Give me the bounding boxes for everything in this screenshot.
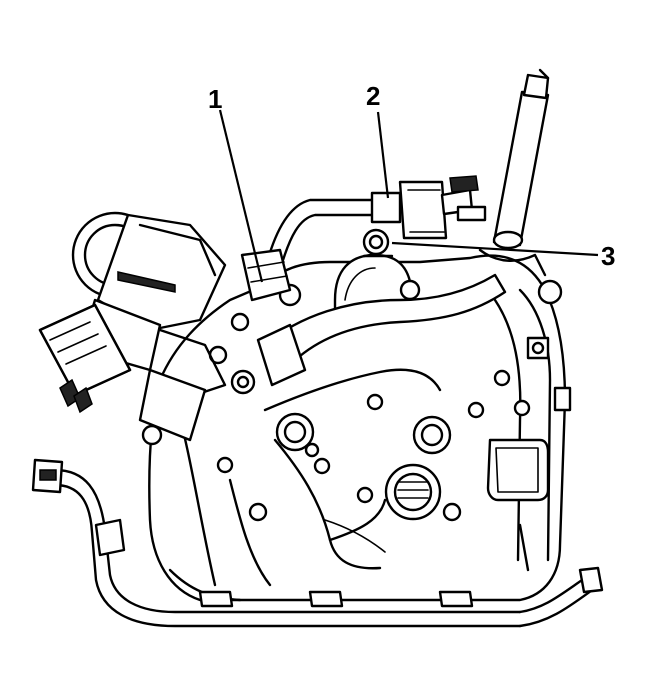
- fastener-bolt: [362, 228, 394, 258]
- leader-line-3: [391, 241, 599, 257]
- crossover-hose: [256, 273, 507, 387]
- callout-2-label: 2: [366, 81, 380, 111]
- fuel-line: [31, 458, 604, 628]
- manifold-ports: [230, 369, 452, 521]
- leader-lines: [218, 109, 599, 283]
- fuel-rail-pipe: [478, 68, 550, 277]
- leader-line-1: [218, 109, 264, 283]
- side-fittings: [526, 279, 572, 412]
- callout-1-label: 1: [208, 84, 222, 114]
- purge-solenoid: [370, 175, 487, 240]
- vacuum-hose: [240, 198, 377, 302]
- callout-3-label: 3: [601, 241, 615, 271]
- leader-line-2: [376, 111, 390, 199]
- throttle-body: [38, 211, 227, 446]
